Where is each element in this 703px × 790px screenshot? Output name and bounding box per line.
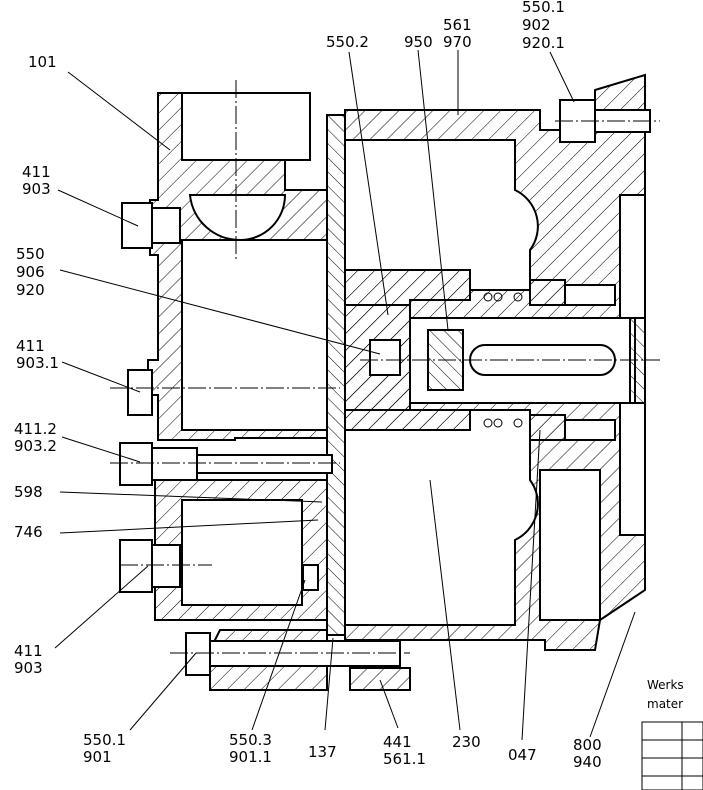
bolt-411-903-top <box>121 202 181 249</box>
bolt-411-903-1 <box>127 369 153 416</box>
label-550-3: 550.3 <box>229 731 272 749</box>
label-903-1: 903.1 <box>16 354 59 372</box>
label-901-1: 901.1 <box>229 748 272 766</box>
label-230: 230 <box>452 733 481 751</box>
screw-550-3-901-1 <box>302 564 319 591</box>
label-901: 901 <box>83 748 112 766</box>
label-940: 940 <box>573 753 602 771</box>
label-561-1: 561.1 <box>383 750 426 768</box>
label-561: 561 <box>443 16 472 34</box>
mechanical-seal-047 <box>483 279 616 441</box>
label-550-2: 550.2 <box>326 33 369 51</box>
casing-cover-137 <box>326 114 346 636</box>
label-550-1-top: 550.1 <box>522 0 565 16</box>
label-598: 598 <box>14 483 43 501</box>
label-746: 746 <box>14 523 43 541</box>
bolt-411-2-903-2 <box>119 442 333 486</box>
label-047: 047 <box>508 746 537 764</box>
foot-441 <box>349 667 411 691</box>
label-800: 800 <box>573 736 602 754</box>
title-block: Werks mater <box>641 678 703 790</box>
label-920: 920 <box>16 281 45 299</box>
label-903-c: 903 <box>14 659 43 677</box>
label-101: 101 <box>28 53 57 71</box>
label-906: 906 <box>16 263 45 281</box>
label-411-a: 411 <box>22 163 51 181</box>
label-920-1: 920.1 <box>522 34 565 52</box>
label-411-b: 411 <box>16 337 45 355</box>
title-werks: Werks <box>647 678 684 692</box>
label-970: 970 <box>443 33 472 51</box>
label-903-a: 903 <box>22 180 51 198</box>
suction-casing-101 <box>147 92 328 691</box>
label-902: 902 <box>522 16 551 34</box>
bolt-411-903-bottom <box>119 539 181 593</box>
part-labels: 101 411 903 550 906 920 411 903.1 411.2 … <box>14 0 602 771</box>
title-mater: mater <box>647 697 683 711</box>
label-411-2: 411.2 <box>14 420 57 438</box>
leader-lines <box>54 49 636 741</box>
label-550: 550 <box>16 245 45 263</box>
label-411-c: 411 <box>14 642 43 660</box>
label-441: 441 <box>383 733 412 751</box>
label-137: 137 <box>308 743 337 761</box>
label-903-2: 903.2 <box>14 437 57 455</box>
label-950: 950 <box>404 33 433 51</box>
label-550-1-bottom: 550.1 <box>83 731 126 749</box>
